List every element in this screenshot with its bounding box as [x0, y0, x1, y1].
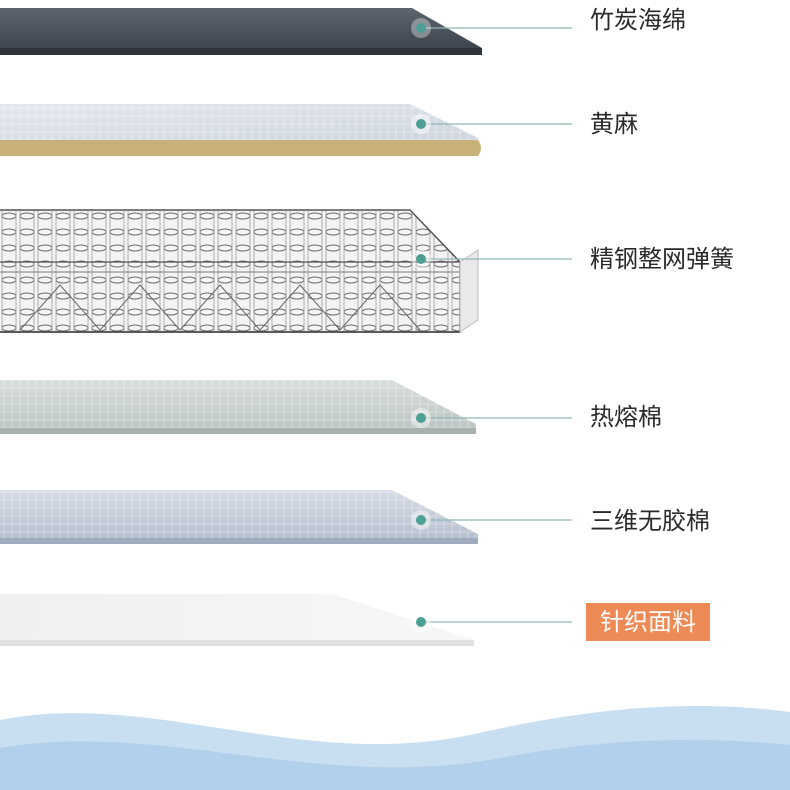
leader-line-2: [411, 114, 572, 134]
layer-steel-springs: [0, 209, 479, 333]
leader-line-5: [411, 510, 572, 530]
layer-thermal-cotton: [0, 380, 476, 434]
layer-label-knit-fabric: 针织面料: [586, 603, 710, 641]
leader-line-6: [411, 612, 572, 632]
wave-decoration: [0, 705, 790, 790]
layer-jute: [0, 104, 481, 156]
layer-3d-cotton: [0, 490, 478, 544]
layer-knit-fabric: [0, 594, 474, 646]
layer-label-3d-cotton: 三维无胶棉: [590, 507, 710, 535]
leader-lines: [411, 18, 572, 632]
layer-label-thermal-cotton: 热熔棉: [590, 403, 662, 431]
leader-line-1: [411, 18, 572, 38]
layer-bamboo-sponge: [0, 8, 482, 55]
leader-line-4: [411, 408, 572, 428]
layer-label-jute: 黄麻: [590, 110, 638, 138]
layer-label-bamboo-sponge: 竹炭海绵: [590, 6, 686, 34]
layer-label-steel-springs: 精钢整网弹簧: [590, 245, 734, 273]
leader-line-3: [411, 249, 572, 269]
